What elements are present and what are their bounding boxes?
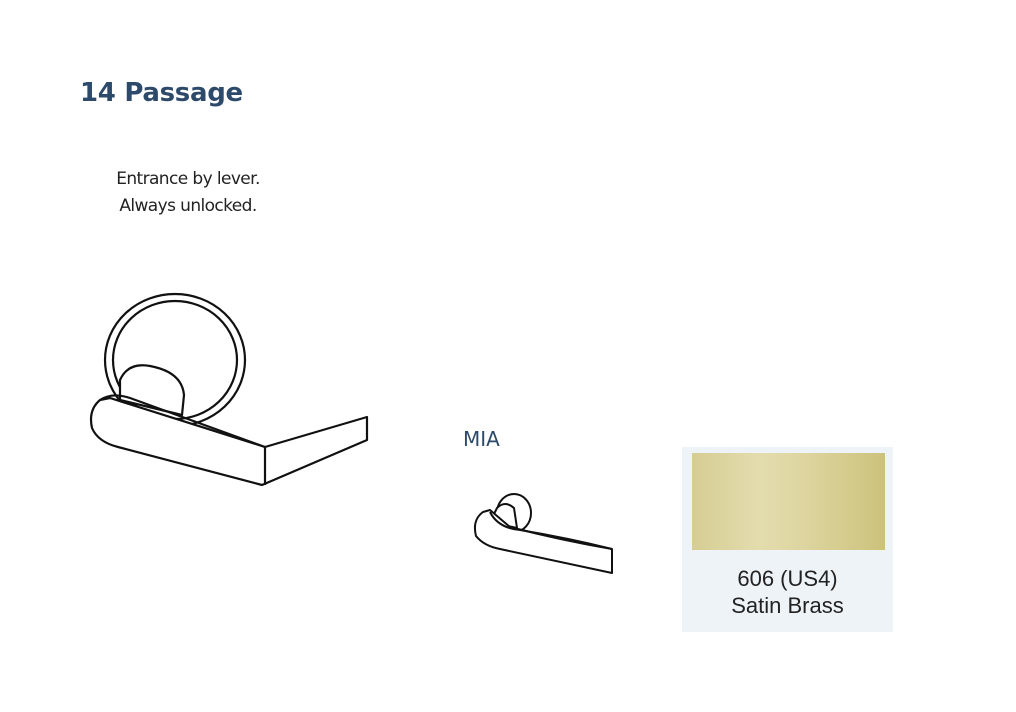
function-description: Entrance by lever. Always unlocked. <box>100 166 276 220</box>
mia-lever-illustration <box>473 493 613 574</box>
finish-name: Satin Brass <box>731 593 844 618</box>
description-line-2: Always unlocked. <box>119 196 257 216</box>
large-lever-illustration <box>89 292 369 487</box>
finish-swatch-card: 606 (US4) Satin Brass <box>682 447 893 632</box>
lever-style-label: MIA <box>463 427 500 451</box>
function-title: 14 Passage <box>80 78 243 108</box>
finish-color-chip <box>692 453 885 550</box>
finish-code: 606 (US4) <box>737 566 838 591</box>
description-line-1: Entrance by lever. <box>116 169 260 189</box>
